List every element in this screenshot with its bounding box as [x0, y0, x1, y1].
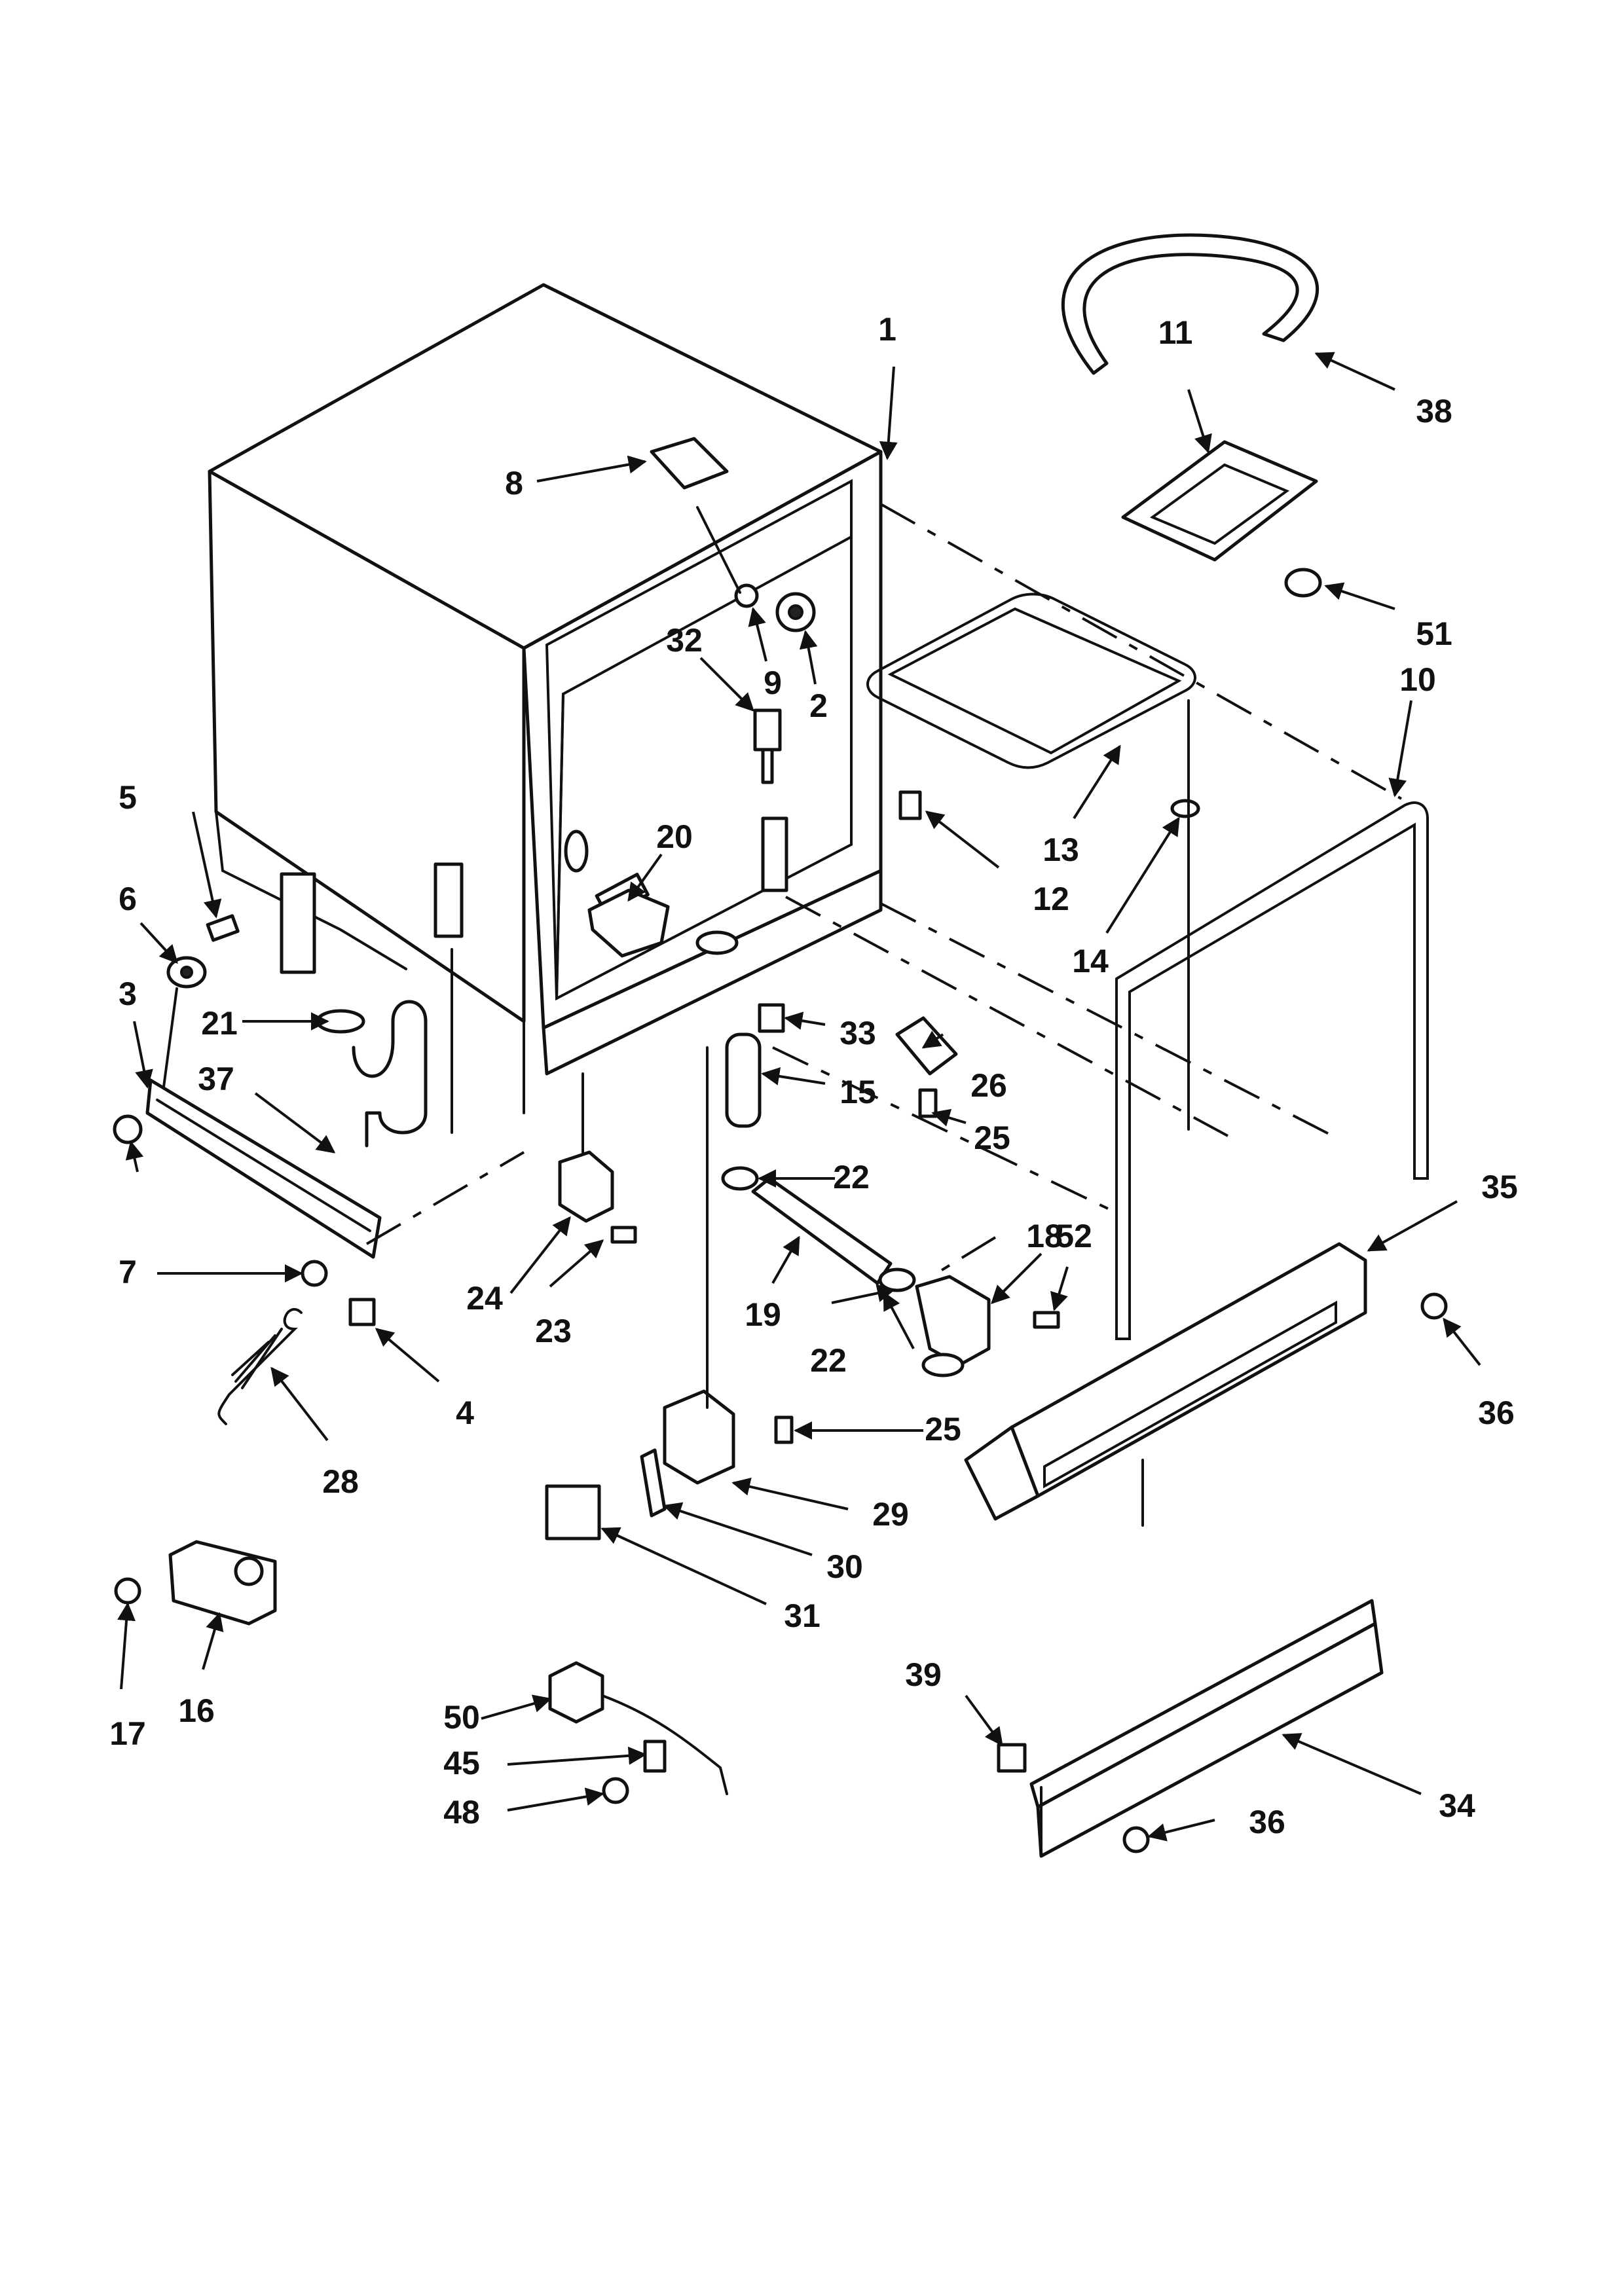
callout-6: 6 [119, 881, 137, 917]
part-7-screw-b [301, 1260, 328, 1287]
callout-13: 13 [1043, 831, 1079, 868]
part-22-clamp-b [878, 1267, 916, 1292]
part-5-screw [206, 914, 240, 942]
part-25-screw-a [918, 1088, 938, 1118]
callout-36-a: 36 [1478, 1394, 1515, 1431]
tub-assembly [208, 283, 883, 1154]
callout-22-a: 22 [833, 1159, 870, 1195]
callout-51: 51 [1416, 615, 1452, 652]
callout-45: 45 [443, 1745, 480, 1781]
alignment-lines [162, 503, 1402, 1527]
callout-28: 28 [322, 1463, 359, 1500]
callout-21: 21 [201, 1005, 238, 1042]
callout-17: 17 [109, 1715, 146, 1752]
part-12-clip [898, 790, 922, 820]
part-35-kickplate-rail [964, 1242, 1367, 1521]
part-16-valve [168, 1540, 277, 1626]
callout-4: 4 [456, 1394, 474, 1431]
part-19-hose [751, 1176, 893, 1285]
leader-lines [117, 352, 1481, 1842]
part-30-lever [640, 1448, 667, 1518]
callout-39: 39 [905, 1656, 942, 1693]
callout-22-b: 22 [810, 1342, 847, 1379]
part-23-screw [610, 1226, 637, 1244]
part-36-screw-b [1122, 1826, 1150, 1853]
part-38-hose [1061, 233, 1320, 375]
callout-18: 18 [1026, 1218, 1063, 1254]
part-8-bracket [650, 437, 729, 490]
callout-11: 11 [1158, 314, 1193, 351]
part-18-pump [915, 1275, 991, 1377]
callout-31: 31 [784, 1597, 821, 1634]
callout-38: 38 [1416, 393, 1452, 429]
part-51-clamp [1284, 568, 1322, 598]
callout-9: 9 [764, 665, 782, 701]
callout-33: 33 [840, 1015, 876, 1051]
callout-7: 7 [119, 1254, 137, 1290]
callout-26: 26 [970, 1067, 1007, 1104]
part-4-foot [348, 1298, 376, 1326]
callout-3: 3 [119, 975, 137, 1012]
callout-36-b: 36 [1249, 1804, 1285, 1840]
part-28-spring [217, 1307, 303, 1425]
callout-labels: 1 2 3 4 5 6 7 8 9 10 11 12 13 14 15 16 1… [109, 311, 1518, 1840]
part-48-screw [602, 1777, 629, 1804]
callout-34: 34 [1439, 1787, 1475, 1824]
callout-12: 12 [1033, 881, 1069, 917]
part-25-screw-b [774, 1415, 794, 1444]
callout-16: 16 [178, 1692, 215, 1729]
callout-19: 19 [745, 1296, 781, 1333]
part-36-screw-a [1420, 1292, 1448, 1320]
part-15-tube [725, 1032, 762, 1128]
part-22-clamp-a [721, 1166, 759, 1191]
part-24-switch [558, 1150, 614, 1223]
callout-25-b: 25 [925, 1411, 961, 1448]
part-11-filter [1121, 440, 1318, 562]
callout-30: 30 [826, 1548, 863, 1585]
callout-8: 8 [505, 465, 523, 501]
part-39-clip [997, 1743, 1027, 1773]
part-29-switch-housing [663, 1389, 735, 1485]
callout-14: 14 [1072, 943, 1109, 979]
part-6-washer [166, 956, 207, 989]
part-17-screw [114, 1577, 141, 1605]
part-10-gasket [1115, 801, 1429, 1340]
callout-25-a: 25 [974, 1120, 1010, 1156]
callout-32: 32 [666, 622, 703, 659]
part-32-nozzle [753, 708, 782, 784]
callout-50: 50 [443, 1699, 480, 1736]
callout-35: 35 [1481, 1169, 1518, 1205]
part-45-strain-relief [643, 1740, 667, 1773]
callout-1: 1 [878, 311, 896, 348]
callout-15: 15 [840, 1074, 876, 1110]
callout-23: 23 [535, 1313, 572, 1349]
part-9-screw [734, 583, 759, 608]
part-34-toe-panel [1029, 1599, 1384, 1858]
callout-20: 20 [656, 818, 693, 855]
part-14-washer [1170, 799, 1200, 818]
callout-5: 5 [119, 779, 137, 816]
part-33-nut [758, 1003, 785, 1033]
part-37-hose [352, 1000, 428, 1148]
part-50-power-cord [548, 1661, 728, 1795]
part-52-screw [1033, 1311, 1060, 1329]
callout-10: 10 [1399, 661, 1436, 698]
part-2-knob [775, 592, 816, 632]
callout-2: 2 [809, 687, 828, 724]
callout-24: 24 [466, 1280, 503, 1317]
part-7-screw-a [113, 1114, 143, 1144]
callout-48: 48 [443, 1794, 480, 1831]
callout-37: 37 [198, 1061, 234, 1097]
part-3-rail [145, 1078, 382, 1259]
part-31-cover [545, 1484, 601, 1540]
callout-29: 29 [872, 1496, 909, 1533]
part-13-gasket [866, 592, 1196, 769]
callout-52: 52 [1056, 1218, 1092, 1254]
